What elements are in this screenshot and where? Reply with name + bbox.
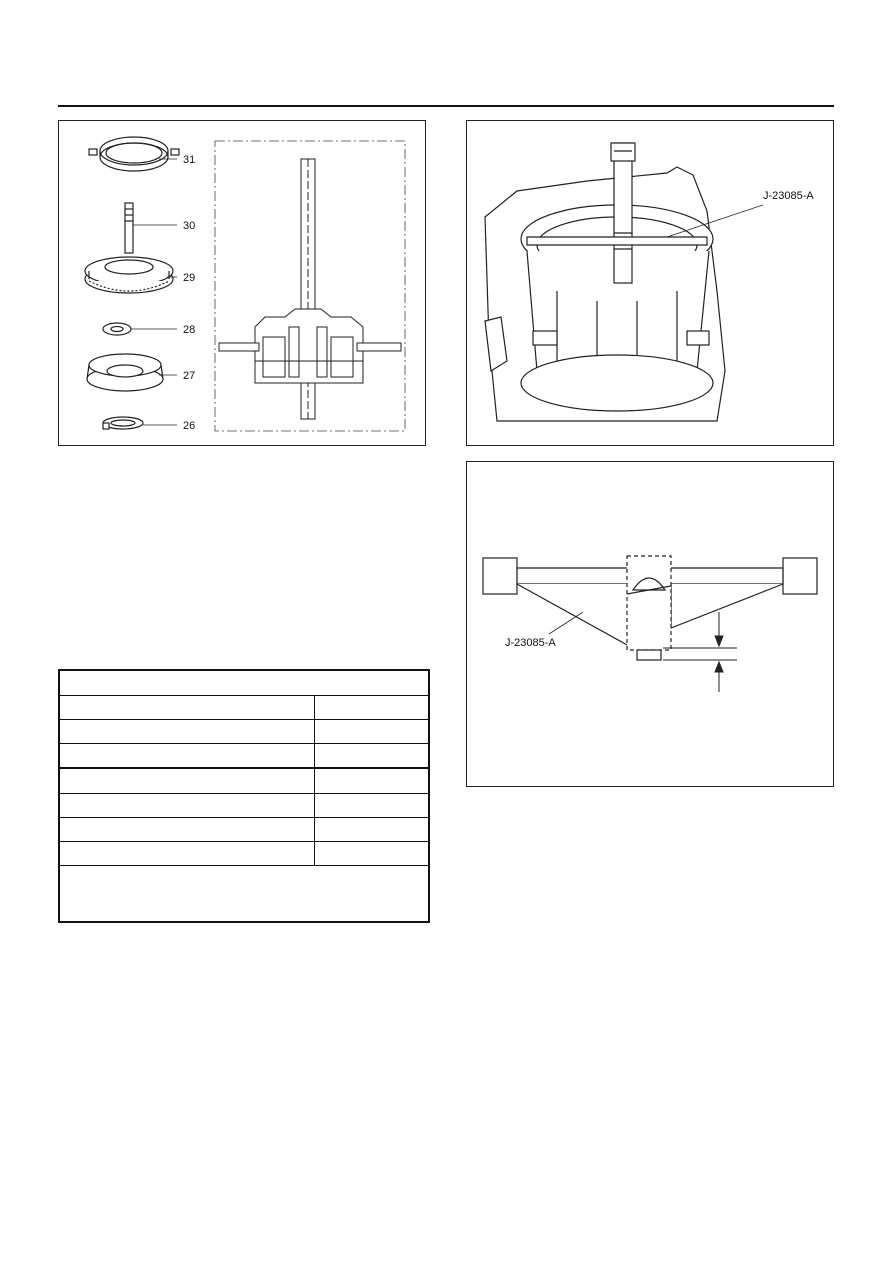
callout-26: 26 (183, 420, 195, 432)
table-row (60, 719, 428, 720)
callout-31: 31 (183, 154, 195, 166)
table-row (60, 793, 428, 794)
callout-27: 27 (183, 370, 195, 382)
table-row (60, 695, 428, 696)
callout-30: 30 (183, 220, 195, 232)
part-30-shaft (124, 202, 134, 254)
center-shaft (626, 555, 672, 661)
table-row (60, 865, 428, 866)
part-26-snap-ring (102, 416, 144, 430)
spec-table (58, 669, 430, 923)
section-box (214, 140, 406, 432)
cross-section-assembly (218, 158, 402, 420)
part-29-carrier (84, 256, 174, 294)
part-28-washer (102, 322, 132, 336)
part-31-ring (88, 136, 180, 172)
callout-29: 29 (183, 272, 195, 284)
tool-label-top: J-23085-A (763, 190, 814, 202)
tool-crossbar (482, 557, 818, 648)
callout-leaders (131, 158, 177, 426)
transmission-case (484, 166, 726, 422)
exploded-parts-figure: 31 30 29 28 27 26 (58, 120, 426, 446)
table-row (60, 841, 428, 842)
part-27-drum (86, 353, 164, 392)
table-row (60, 743, 428, 744)
callout-28: 28 (183, 324, 195, 336)
tool-measurement-figure: J-23085-A (466, 461, 834, 787)
tool-j23085a (526, 142, 708, 284)
table-row (60, 817, 428, 818)
tool-leader (666, 204, 764, 238)
table-column-divider (314, 695, 315, 865)
tool-leader-bottom (548, 611, 584, 635)
case-tool-figure: J-23085-A (466, 120, 834, 446)
table-row (60, 767, 428, 769)
tool-label-bottom: J-23085-A (505, 637, 556, 649)
header-rule (58, 105, 834, 107)
measurement-arrows (663, 612, 737, 692)
